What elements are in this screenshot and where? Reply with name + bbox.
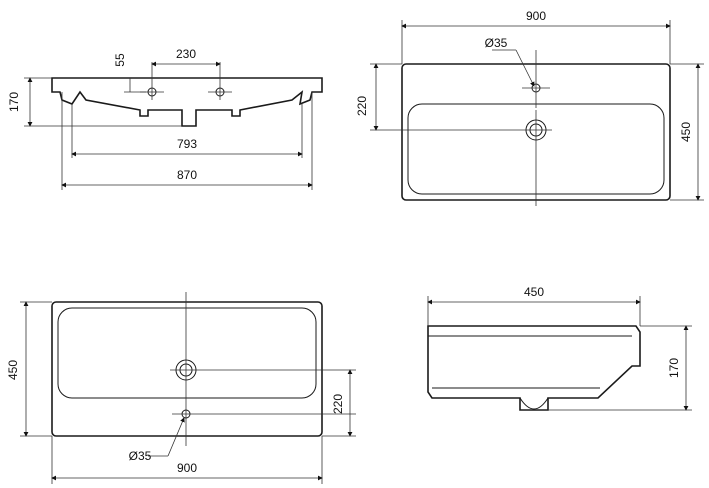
front-dim-870: 870	[177, 168, 197, 182]
top-hole-leader	[515, 49, 535, 87]
side-dim-450: 450	[524, 285, 544, 299]
front-dim-170: 170	[7, 92, 21, 112]
bottom-view: 450 220 Ø35 900	[6, 292, 356, 484]
top-dim-450: 450	[679, 122, 693, 142]
front-view: 230 55 170 793 870	[7, 47, 323, 190]
bottom-dim-220: 220	[331, 394, 345, 414]
front-tap-hole-left	[140, 62, 164, 100]
top-dim-220: 220	[355, 96, 369, 116]
side-drain-curve	[519, 397, 549, 410]
top-dim-900: 900	[526, 9, 546, 23]
top-dim-hole: Ø35	[485, 36, 508, 50]
bottom-dim-hole: Ø35	[129, 449, 152, 463]
front-dim-793: 793	[177, 137, 197, 151]
front-basin-outline	[51, 77, 323, 127]
bottom-dim-450: 450	[6, 360, 20, 380]
front-dim-230: 230	[176, 47, 196, 61]
side-view: 450 170	[427, 285, 692, 411]
bottom-drain-hole	[170, 292, 356, 446]
top-tap-hole	[522, 50, 550, 108]
bottom-dim-900: 900	[177, 461, 197, 475]
bottom-basin-outer	[51, 301, 323, 437]
bottom-tap-hole	[172, 409, 356, 419]
bottom-basin-bowl	[57, 307, 317, 399]
bottom-hole-leader	[167, 417, 185, 457]
top-drain-hole	[370, 110, 552, 206]
top-view: 900 Ø35 220 450	[355, 9, 704, 206]
front-dim-55: 55	[113, 53, 127, 67]
front-tap-hole-right	[208, 62, 232, 100]
side-basin-outline	[427, 325, 641, 411]
side-dim-170: 170	[667, 358, 681, 378]
